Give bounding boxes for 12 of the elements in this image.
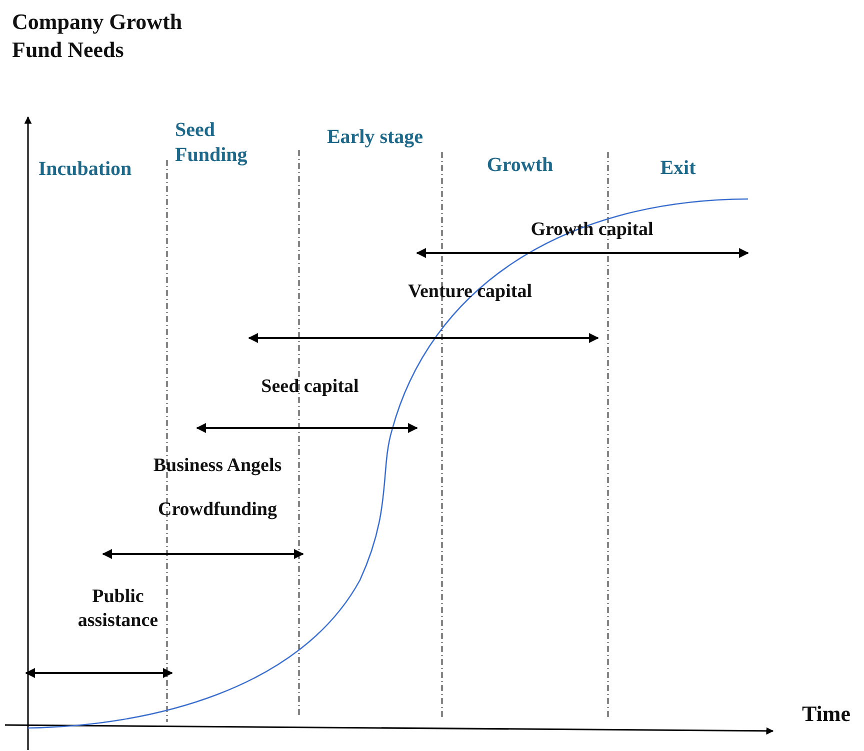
funding-label: Crowdfunding [157, 498, 278, 522]
stage-label: Incubation [37, 157, 133, 182]
axis-title: Company Growth Fund Needs [12, 8, 184, 63]
stage-label: Early stage [326, 125, 424, 150]
stage-label: Seed Funding [175, 118, 248, 168]
stage-label: Exit [659, 156, 697, 181]
axis-title: Time [802, 700, 852, 728]
funding-label: Business Angels [152, 454, 283, 478]
funding-label: Public assistance [76, 585, 160, 632]
funding-label: Seed capital [260, 375, 360, 399]
funding-label: Venture capital [406, 280, 534, 304]
stage-label: Growth [486, 153, 554, 178]
